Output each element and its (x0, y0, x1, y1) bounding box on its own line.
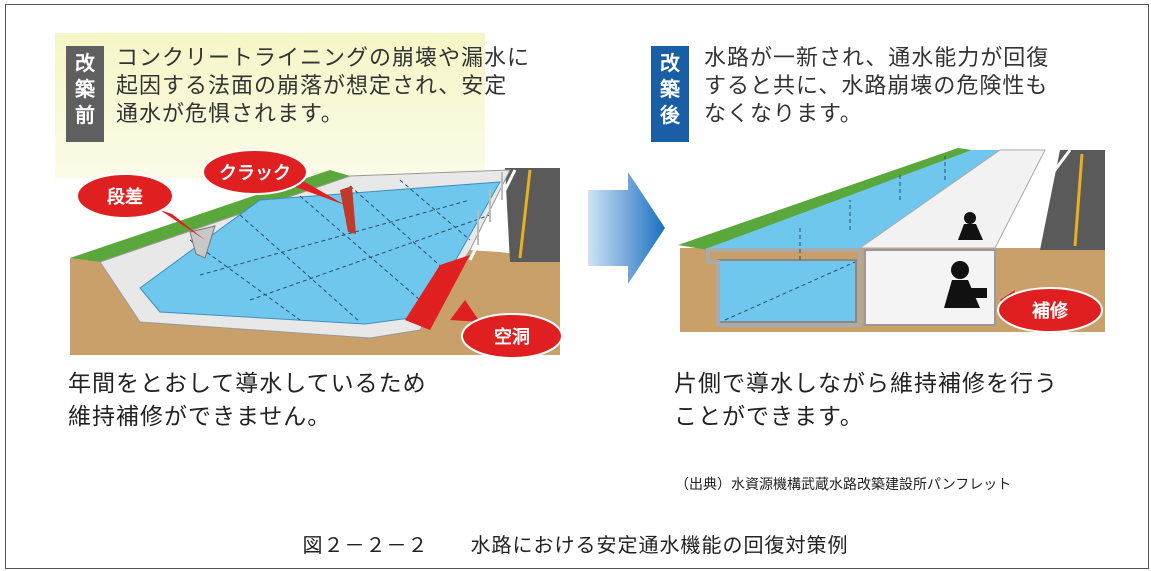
after-description: 水路が一新され、通水能力が回復 すると共に、水路崩壊の危険性も なくなります。 (704, 46, 1050, 127)
callout-cavity-label: 空洞 (494, 326, 530, 348)
callout-repair-label: 補修 (1031, 300, 1069, 322)
worker-figure-2 (944, 261, 987, 308)
after-water-channel (717, 259, 857, 323)
worker-figure-1 (958, 212, 983, 240)
before-description: コンクリートライニングの崩壊や漏水に 起因する法面の崩落が想定され、安定 通水が… (116, 46, 531, 127)
before-caption: 年間をとおして導水しているため 維持補修ができません。 (68, 371, 427, 430)
callout-crack-label: クラック (219, 163, 291, 184)
after-water-surface (708, 150, 1000, 248)
figure-title: 図２－２－２ 水路における安定通水機能の回復対策例 (302, 533, 849, 557)
after-dry-channel (858, 149, 1046, 249)
cavity-area (405, 255, 470, 330)
after-badge: 改築後 (651, 46, 689, 142)
after-road (1040, 150, 1105, 250)
transition-arrow (588, 172, 665, 284)
before-grass (70, 170, 350, 262)
callout-crack (202, 149, 345, 205)
before-road (505, 168, 560, 262)
callout-step (76, 173, 205, 240)
figure-frame (5, 4, 1149, 569)
after-dry-floor (864, 249, 996, 326)
callout-cavity (450, 300, 563, 359)
callout-repair (997, 287, 1103, 333)
after-channel-wall-left (706, 248, 862, 327)
after-caption: 片側で導水しながら維持補修を行う ことができます。 (674, 371, 1058, 430)
before-badge: 改築前 (66, 46, 104, 142)
callout-step-label: 段差 (107, 186, 143, 208)
source-note: （出典）水資源機構武蔵水路改築建設所パンフレット (675, 477, 1012, 493)
after-grass (678, 148, 972, 250)
